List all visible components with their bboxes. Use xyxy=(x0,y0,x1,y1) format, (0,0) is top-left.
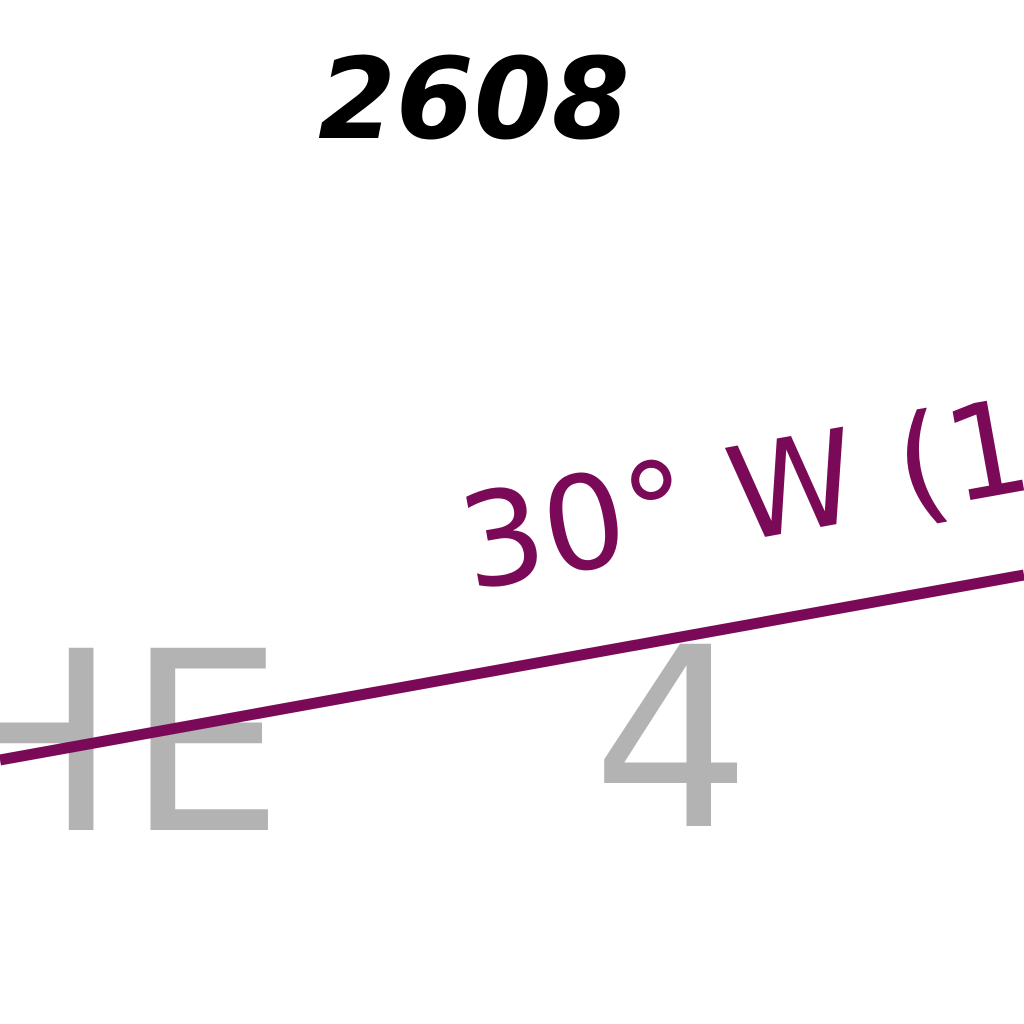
zone-label-fragment: HE xyxy=(0,598,292,889)
meridian-line xyxy=(0,569,1024,766)
parcel-number-label: 2608 xyxy=(318,35,630,165)
meridian-label: 30° W (18 xyxy=(449,354,1024,620)
